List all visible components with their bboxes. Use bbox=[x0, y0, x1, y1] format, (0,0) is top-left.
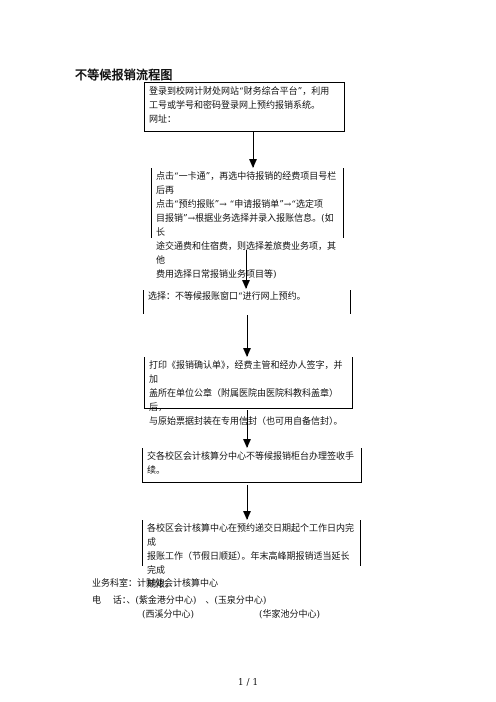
flow-step-complete: 各校区会计核算中心在预约递交日期起个工作日内完成 报账工作（节假日顺延）。年末高… bbox=[142, 520, 361, 590]
flow-arrow bbox=[243, 410, 251, 448]
flow-step-reserve: 选择：不等候报账窗口“进行网上预约。 bbox=[143, 290, 351, 314]
step-text-line: 点击“预约报账”→ “申请报销单”→“选定项 bbox=[156, 200, 323, 210]
flow-step-submit: 交各校区会计核算分中心不等候报销柜台办理签收手 续。 bbox=[142, 448, 362, 483]
step-text-line: 目报销”→根据业务选择并录入报账信息。(如长 bbox=[156, 214, 334, 238]
step-text-line: 报账工作（节假日顺延）。年末高峰期报销适当延长完成 bbox=[147, 552, 350, 576]
step-text-line: 期限。 bbox=[147, 580, 175, 590]
page-number: 1 / 1 bbox=[237, 678, 259, 688]
flow-step-print-confirm: 打印《报销确认单》，经费主管和经办人签字，并加 盖所在单位公章（附属医院由医院科… bbox=[144, 357, 353, 427]
flow-arrow bbox=[243, 315, 251, 357]
phone-huajiachi: (华家池分中心) bbox=[259, 610, 321, 620]
step-text-line: 登录到校网计财处网站“财务综合平台”，利用 bbox=[149, 87, 330, 97]
step-text-line: 选择：不等候报账窗口“进行网上预约。 bbox=[148, 292, 306, 302]
step-text-line: 打印《报销确认单》，经费主管和经办人签字，并加 bbox=[149, 361, 343, 385]
flow-step-select-project: 点击“一卡通”，再选中待报销的经费项目号栏后再 点击“预约报账”→ “申请报销单… bbox=[151, 168, 344, 280]
step-text-line: 盖所在单位公章（附属医院由医院科教科盖章）后， bbox=[149, 389, 339, 413]
step-text-line: 工号或学号和密码登录网上预约报销系统。 bbox=[149, 101, 321, 111]
step-text-line: 点击“一卡通”，再选中待报销的经费项目号栏后再 bbox=[156, 172, 337, 196]
flow-arrow bbox=[242, 250, 250, 289]
step-text-line: 途交通费和住宿费，则选择差旅费业务项，其他 bbox=[156, 242, 337, 266]
phone-xixi: (西溪分中心) bbox=[142, 610, 195, 620]
flow-arrow bbox=[249, 132, 257, 168]
office-label: 业务科室：计财处会计核算中心 bbox=[92, 579, 219, 589]
step-text-line: 续。 bbox=[147, 466, 166, 476]
step-text-line: 各校区会计核算中心在预约递交日期起个工作日内完成 bbox=[147, 524, 355, 548]
step-text-line: 与原始票据封装在专用信封（也可用自备信封）。 bbox=[149, 417, 343, 427]
flow-arrow bbox=[243, 485, 251, 520]
page-title: 不等候报销流程图 bbox=[75, 68, 173, 82]
step-text-line: 费用选择日常报销业务项目等) bbox=[156, 270, 277, 280]
phone-line: 电 话：、(紫金港分中心) 、(玉泉分中心) bbox=[92, 596, 267, 606]
flow-step-login: 登录到校网计财处网站“财务综合平台”，利用 工号或学号和密码登录网上预约报销系统… bbox=[144, 82, 345, 132]
step-text-line: 网址： bbox=[149, 115, 177, 125]
step-text-line: 交各校区会计核算分中心不等候报销柜台办理签收手 bbox=[147, 452, 355, 462]
